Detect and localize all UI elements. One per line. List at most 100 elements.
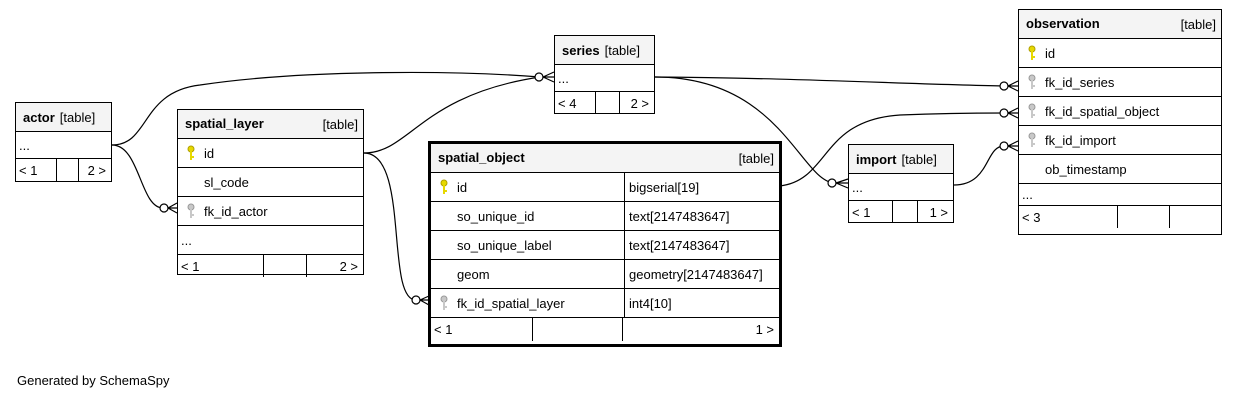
table-header: observation [table] bbox=[1019, 10, 1221, 39]
link-series-import bbox=[654, 76, 835, 184]
table-tag: [table] bbox=[59, 109, 96, 125]
column-row: fk_id_import bbox=[1019, 126, 1221, 155]
link-spatialLayer-spatialObject bbox=[363, 152, 417, 301]
table-spatial-object[interactable]: spatial_object [table] id bigserial[19] … bbox=[428, 141, 782, 347]
column-row: fk_id_series bbox=[1019, 68, 1221, 97]
column-type: text[2147483647] bbox=[624, 231, 779, 259]
column-name: fk_id_import bbox=[1045, 132, 1116, 148]
optional-marker bbox=[411, 295, 421, 305]
nav-row: < 3 bbox=[1019, 206, 1221, 228]
column-name: fk_id_series bbox=[1045, 74, 1115, 90]
link-spatialLayer-series bbox=[363, 76, 541, 154]
more-columns: ... bbox=[852, 179, 863, 195]
table-name: spatial_object bbox=[438, 150, 525, 165]
nav-spacer bbox=[56, 159, 78, 181]
nav-row: < 1 2 > bbox=[178, 255, 363, 277]
crowfoot bbox=[1007, 107, 1019, 119]
nav-row: < 1 1 > bbox=[431, 318, 779, 341]
table-tag: [table] bbox=[901, 151, 937, 167]
column-name: id bbox=[204, 145, 215, 161]
column-row: so_unique_label text[2147483647] bbox=[431, 231, 779, 260]
nav-spacer bbox=[1117, 206, 1169, 228]
column-row: fk_id_spatial_object bbox=[1019, 97, 1221, 126]
table-name: series bbox=[562, 42, 600, 58]
foreign-key-icon bbox=[431, 295, 457, 311]
column-row: ob_timestamp bbox=[1019, 155, 1221, 184]
table-header: spatial_layer [table] bbox=[178, 110, 363, 139]
column-name: geom bbox=[457, 266, 490, 282]
nav-prev[interactable]: < 1 bbox=[181, 258, 200, 274]
nav-row: < 1 2 > bbox=[16, 159, 111, 181]
primary-key-icon bbox=[178, 145, 204, 161]
link-actor-series bbox=[111, 71, 541, 146]
column-row: sl_code bbox=[178, 168, 363, 197]
table-tag: [table] bbox=[1180, 17, 1216, 32]
crowfoot bbox=[419, 295, 430, 306]
nav-spacer bbox=[892, 201, 917, 223]
nav-spacer bbox=[263, 255, 306, 277]
column-name: fk_id_spatial_layer bbox=[457, 295, 565, 311]
nav-next[interactable]: 2 > bbox=[619, 92, 654, 114]
nav-prev[interactable]: < 4 bbox=[558, 95, 577, 111]
optional-marker bbox=[999, 141, 1009, 151]
table-spatial-layer[interactable]: spatial_layer [table] id sl_code fk_id_a… bbox=[177, 109, 364, 277]
column-name: id bbox=[457, 179, 468, 195]
link-series-observation bbox=[654, 76, 1005, 87]
table-tag: [table] bbox=[322, 117, 358, 132]
nav-prev[interactable]: < 1 bbox=[434, 322, 453, 337]
table-tag: [table] bbox=[604, 42, 641, 58]
optional-marker bbox=[534, 72, 544, 82]
column-row: ... bbox=[849, 174, 953, 201]
crowfoot bbox=[835, 178, 849, 189]
column-name: fk_id_spatial_object bbox=[1045, 103, 1160, 119]
nav-next[interactable]: 1 > bbox=[622, 318, 779, 341]
column-row: ... bbox=[1019, 184, 1221, 206]
table-header: spatial_object [table] bbox=[431, 144, 779, 173]
link-actor-spatial-layer bbox=[111, 144, 164, 209]
table-name: observation bbox=[1026, 16, 1100, 31]
column-row: so_unique_id text[2147483647] bbox=[431, 202, 779, 231]
column-row: fk_id_spatial_layer int4[10] bbox=[431, 289, 779, 318]
more-columns: ... bbox=[1022, 187, 1033, 202]
column-row: id bbox=[1019, 39, 1221, 68]
nav-next[interactable] bbox=[1169, 206, 1221, 228]
nav-prev[interactable]: < 3 bbox=[1022, 209, 1041, 225]
optional-marker bbox=[159, 203, 169, 213]
nav-prev[interactable]: < 1 bbox=[852, 204, 871, 220]
nav-next[interactable]: 1 > bbox=[917, 201, 953, 223]
column-name: ob_timestamp bbox=[1045, 161, 1127, 177]
link-spatialObject-observation bbox=[779, 112, 1005, 187]
nav-spacer bbox=[595, 92, 619, 114]
column-name: id bbox=[1045, 45, 1056, 61]
nav-next[interactable]: 2 > bbox=[306, 255, 363, 277]
table-import[interactable]: import [table] ... < 1 1 > bbox=[848, 144, 954, 223]
column-type: bigserial[19] bbox=[624, 173, 779, 201]
optional-marker bbox=[999, 108, 1009, 118]
table-header: series [table] bbox=[555, 36, 654, 65]
primary-key-icon bbox=[1019, 45, 1045, 61]
nav-row: < 4 2 > bbox=[555, 92, 654, 114]
foreign-key-icon bbox=[1019, 132, 1045, 148]
more-columns: ... bbox=[558, 70, 569, 86]
table-tag: [table] bbox=[738, 151, 774, 166]
more-columns: ... bbox=[19, 137, 30, 153]
column-name: so_unique_label bbox=[457, 237, 552, 253]
table-series[interactable]: series [table] ... < 4 2 > bbox=[554, 35, 655, 114]
crowfoot bbox=[1007, 140, 1019, 152]
column-row: ... bbox=[178, 226, 363, 255]
column-row: id bigserial[19] bbox=[431, 173, 779, 202]
nav-prev[interactable]: < 1 bbox=[19, 162, 38, 178]
crowfoot bbox=[167, 202, 178, 214]
table-actor[interactable]: actor [table] ... < 1 2 > bbox=[15, 102, 112, 182]
column-name: fk_id_actor bbox=[204, 203, 268, 219]
nav-next[interactable]: 2 > bbox=[78, 159, 111, 181]
foreign-key-icon bbox=[178, 203, 204, 219]
column-type: text[2147483647] bbox=[624, 202, 779, 230]
column-type: geometry[2147483647] bbox=[624, 260, 779, 288]
table-observation[interactable]: observation [table] id fk_id_series fk_i… bbox=[1018, 9, 1222, 235]
nav-row: < 1 1 > bbox=[849, 201, 953, 223]
crowfoot bbox=[1007, 80, 1019, 92]
foreign-key-icon bbox=[1019, 74, 1045, 90]
